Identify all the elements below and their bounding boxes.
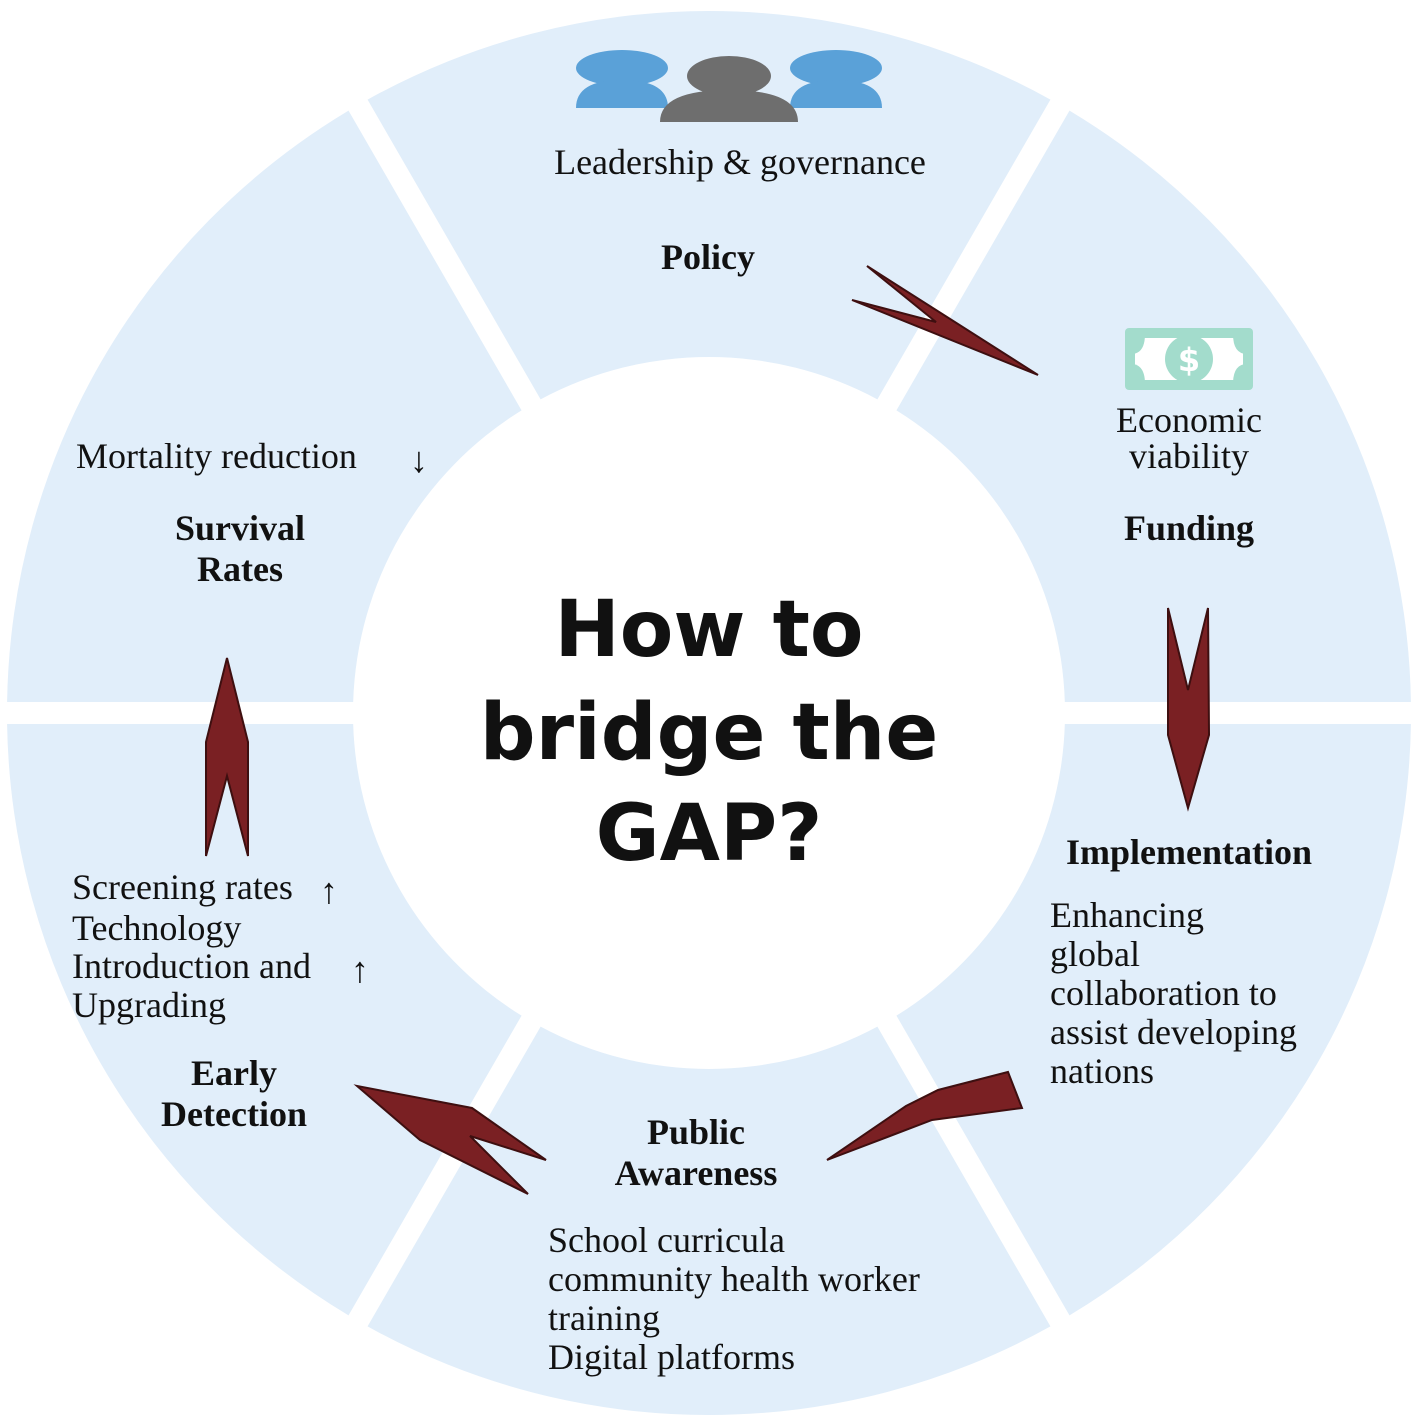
segment-bg-funding (896, 110, 1411, 703)
center-title-line-3: GAP? (596, 789, 823, 879)
segment-bg-implementation (896, 723, 1411, 1316)
implementation-detail-line-5: nations (1050, 1051, 1154, 1091)
segment-public-awareness: Public Awareness School curricula commun… (548, 1112, 920, 1377)
segment-early-detection: Screening rates ↑ Technology Introductio… (72, 867, 369, 1134)
segment-bg-survival-rates (7, 110, 522, 703)
funding-subtitle-line-1: Economic (1116, 400, 1262, 440)
center-title: How to bridge the GAP? (480, 585, 938, 879)
segment-bg-policy (367, 11, 1051, 400)
arrow-detection-to-survival (205, 657, 249, 857)
implementation-title: Implementation (1066, 832, 1312, 872)
implementation-detail-line-1: Enhancing (1050, 895, 1204, 935)
arrow-funding-to-implementation (1167, 607, 1211, 812)
early-detection-detail-line-2: Technology (72, 908, 241, 948)
public-awareness-title-line-1: Public (647, 1112, 745, 1152)
early-detection-title-line-1: Early (191, 1053, 277, 1093)
public-awareness-detail-line-2: community health worker (548, 1259, 920, 1299)
arrow-policy-to-funding (851, 265, 1039, 376)
public-awareness-title-line-2: Awareness (615, 1153, 778, 1193)
early-detection-detail-line-3: Introduction and (72, 946, 311, 986)
segment-bg-early-detection (7, 723, 522, 1316)
policy-title: Policy (661, 237, 755, 277)
policy-subtitle: Leadership & governance (554, 142, 926, 182)
segment-survival-rates: Mortality reduction ↓ Survival Rates (76, 436, 428, 589)
arrow-implementation-to-awareness (826, 1070, 1024, 1161)
funding-title: Funding (1124, 508, 1254, 548)
mortality-down-arrow-icon: ↓ (410, 440, 428, 480)
public-awareness-detail-line-4: Digital platforms (548, 1337, 795, 1377)
funding-subtitle-line-2: viability (1129, 436, 1249, 476)
implementation-detail-line-2: global (1050, 934, 1140, 974)
survival-rates-title-line-2: Rates (197, 549, 283, 589)
implementation-detail-line-3: collaboration to (1050, 973, 1277, 1013)
cycle-arrows (205, 265, 1211, 1195)
survival-rates-detail: Mortality reduction (76, 436, 357, 476)
dollar-bill-icon: $ (1125, 328, 1253, 390)
center-title-line-2: bridge the (480, 688, 938, 778)
public-awareness-detail-line-1: School curricula (548, 1220, 785, 1260)
people-group-icon (576, 50, 882, 122)
survival-rates-title-line-1: Survival (175, 508, 305, 548)
segment-implementation: Implementation Enhancing global collabor… (1050, 832, 1312, 1091)
early-detection-detail-line-4: Upgrading (72, 985, 226, 1025)
technology-up-arrow-icon: ↑ (351, 950, 369, 990)
public-awareness-detail-line-3: training (548, 1298, 660, 1338)
implementation-detail-line-4: assist developing (1050, 1012, 1297, 1052)
center-title-line-1: How to (555, 585, 864, 675)
svg-text:$: $ (1178, 341, 1200, 379)
segment-policy: Leadership & governance Policy (554, 142, 926, 277)
arrow-awareness-to-detection (353, 1084, 547, 1195)
early-detection-detail-line-1: Screening rates (72, 867, 293, 907)
early-detection-title-line-2: Detection (161, 1094, 307, 1134)
screening-rates-up-arrow-icon: ↑ (320, 871, 338, 911)
segment-funding: Economic viability Funding (1116, 400, 1262, 548)
